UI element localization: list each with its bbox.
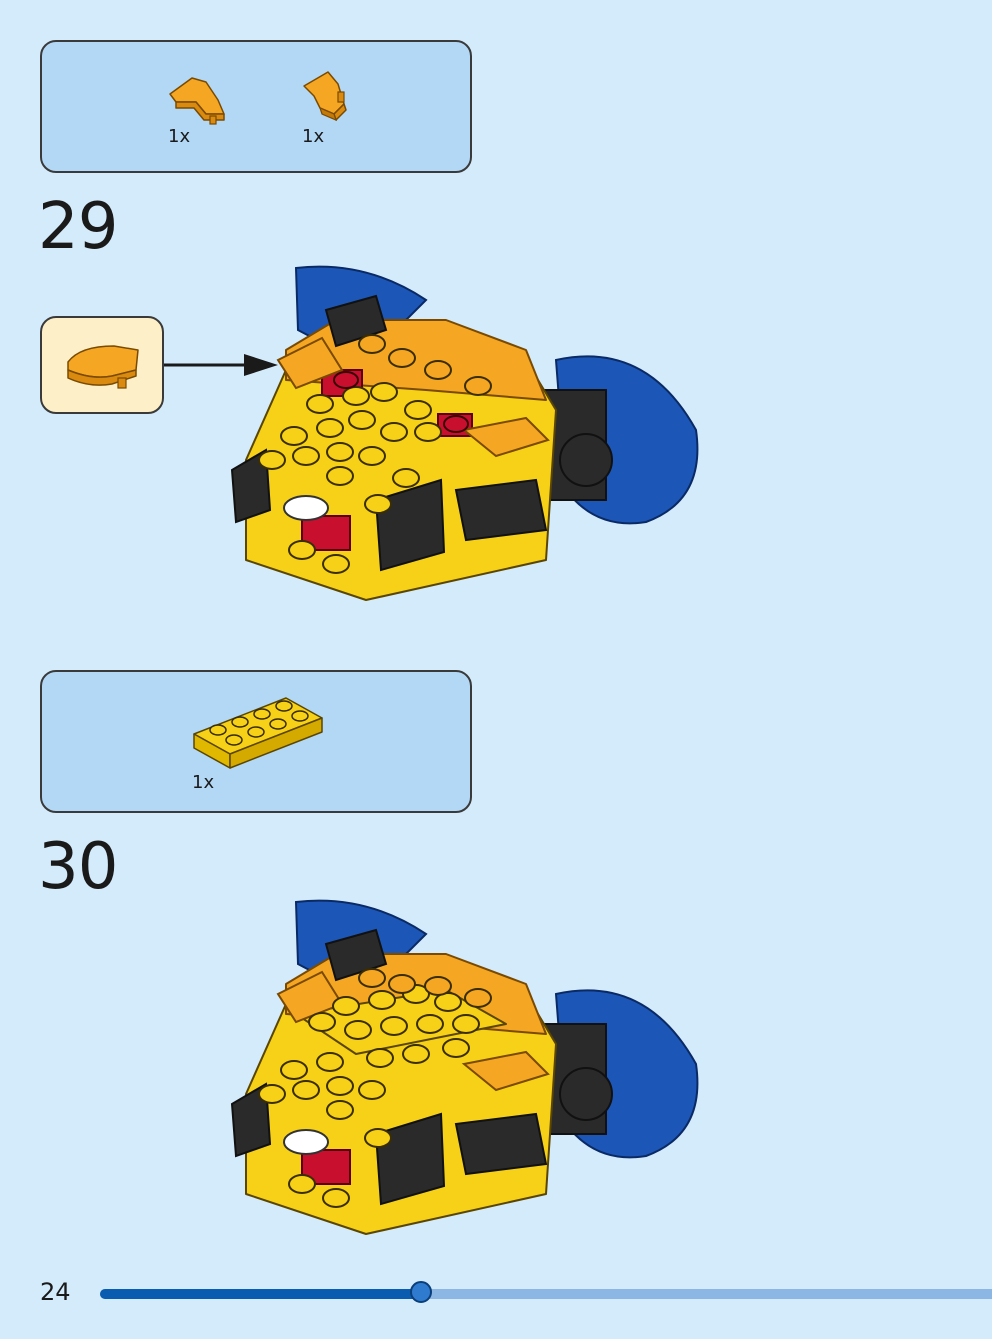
progress-fill xyxy=(100,1289,421,1299)
part-plate-2x4 xyxy=(193,697,323,769)
part-qty: 1x xyxy=(168,126,191,147)
part-qty: 1x xyxy=(302,126,325,147)
model-step-30 xyxy=(230,899,699,1235)
part-qty: 1x xyxy=(192,772,215,793)
step-number: 29 xyxy=(38,190,118,264)
part-wedge-plate-right xyxy=(169,77,225,125)
progress-bar xyxy=(100,1281,992,1303)
part-wedge-plate-left xyxy=(303,71,347,122)
step-number: 30 xyxy=(38,830,118,904)
model-step-29 xyxy=(230,265,699,601)
callout-wedge-plate-curved xyxy=(67,345,139,389)
parts-list-step-30: 1x xyxy=(40,670,472,813)
arrow-right-icon xyxy=(164,354,278,376)
progress-knob xyxy=(410,1281,432,1303)
parts-list-step-29: 1x 1x xyxy=(40,40,472,173)
callout-part xyxy=(40,316,164,414)
page-number: 24 xyxy=(40,1278,71,1306)
